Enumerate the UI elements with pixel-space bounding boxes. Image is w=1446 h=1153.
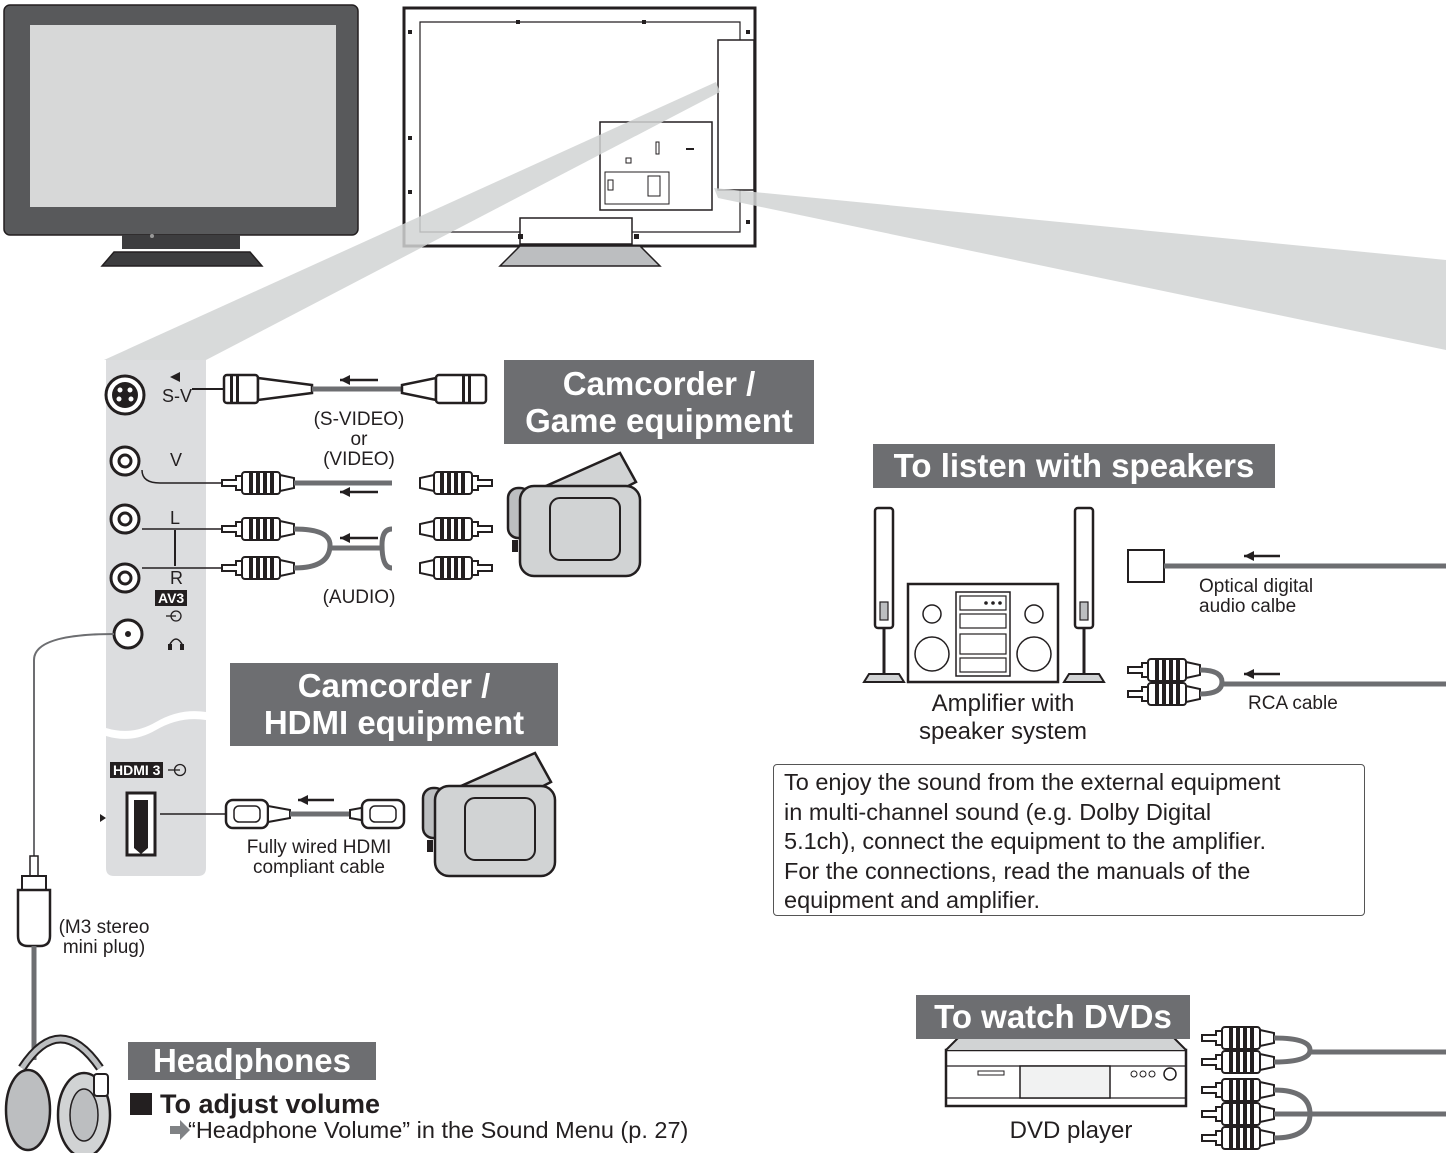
av-input-icon	[166, 610, 182, 622]
headphone-cable	[16, 633, 115, 1060]
hdmi-input-icon	[168, 763, 187, 777]
video-cable-label: (VIDEO)	[323, 449, 395, 470]
amplifier-label-line1: Amplifier with	[931, 690, 1075, 717]
optical-cable-label-line2: audio calbe	[1199, 596, 1297, 617]
optical-cable-label-line1: Optical digital	[1199, 576, 1314, 597]
camcorder-hdmi-illustration	[421, 751, 557, 878]
dvds-heading: To watch DVDs	[916, 995, 1190, 1039]
tv-front-illustration	[3, 4, 359, 267]
audio-left-jack	[109, 503, 141, 535]
headphones-illustration	[4, 1034, 112, 1153]
dvd-audio-cable	[1201, 1026, 1446, 1074]
camcorder-game-heading-line2: Game equipment	[525, 402, 793, 439]
video-cable	[141, 469, 493, 497]
audio-right-jack	[109, 562, 141, 594]
camcorder-hdmi-heading-line1: Camcorder /	[297, 667, 491, 704]
audio-cable-label: (AUDIO)	[322, 587, 396, 608]
camcorder-hdmi-heading: Camcorder / HDMI equipment	[230, 663, 558, 746]
zoom-beams	[104, 82, 1446, 360]
dvd-player-label: DVD player	[1009, 1117, 1133, 1144]
left-port-label: L	[170, 508, 181, 528]
svideo-port-label: S-V	[162, 386, 193, 406]
hdmi-cable	[160, 795, 406, 830]
or-label: or	[350, 429, 368, 450]
svideo-cable	[192, 373, 488, 405]
reference-arrow-icon	[170, 1120, 190, 1140]
mini-plug-label-line1: (M3 stereo	[58, 917, 150, 938]
rca-cable	[1127, 658, 1446, 706]
headphone-symbol-icon	[168, 638, 184, 650]
headphone-jack	[112, 618, 144, 650]
svideo-jack	[104, 372, 180, 416]
multichannel-note-box: To enjoy the sound from the external equ…	[773, 764, 1365, 916]
note-line-4: For the connections, read the manuals of…	[784, 857, 1251, 884]
hdmi-cable-label-line1: Fully wired HDMI	[246, 837, 392, 858]
dvd-player-illustration	[944, 1037, 1188, 1108]
dvd-video-cable	[1201, 1078, 1446, 1150]
note-line-2: in multi-channel sound (e.g. Dolby Digit…	[784, 798, 1212, 825]
adjust-volume-title: To adjust volume	[160, 1089, 381, 1119]
svideo-cable-label: (S-VIDEO)	[313, 409, 405, 430]
speakers-heading: To listen with speakers	[873, 444, 1275, 488]
note-line-5: equipment and amplifier.	[784, 887, 1041, 913]
hdmi3-badge: HDMI 3	[110, 762, 164, 778]
headphones-heading: Headphones	[128, 1042, 376, 1080]
audio-cable	[142, 517, 493, 580]
hdmi-jack	[100, 791, 157, 857]
camcorder-game-illustration	[506, 451, 642, 578]
video-port-label: V	[170, 450, 183, 470]
av3-badge: AV3	[155, 590, 188, 606]
mini-plug-label-line2: mini plug)	[62, 937, 146, 958]
note-line-3: 5.1ch), connect the equipment to the amp…	[784, 828, 1267, 854]
amplifier-label-line2: speaker system	[918, 718, 1088, 745]
bullet-square-icon	[130, 1093, 152, 1115]
note-line-1: To enjoy the sound from the external equ…	[784, 769, 1281, 795]
rca-cable-label: RCA cable	[1248, 693, 1338, 714]
optical-cable	[1127, 549, 1446, 583]
speaker-system-illustration	[862, 506, 1106, 684]
headphone-volume-reference: “Headphone Volume” in the Sound Menu (p.…	[188, 1117, 689, 1143]
camcorder-game-heading: Camcorder / Game equipment	[504, 360, 814, 444]
right-port-label: R	[170, 568, 183, 588]
camcorder-hdmi-heading-line2: HDMI equipment	[263, 704, 525, 741]
hdmi-cable-label-line2: compliant cable	[252, 857, 386, 878]
video-jack	[109, 445, 141, 477]
camcorder-game-heading-line1: Camcorder /	[562, 365, 756, 402]
